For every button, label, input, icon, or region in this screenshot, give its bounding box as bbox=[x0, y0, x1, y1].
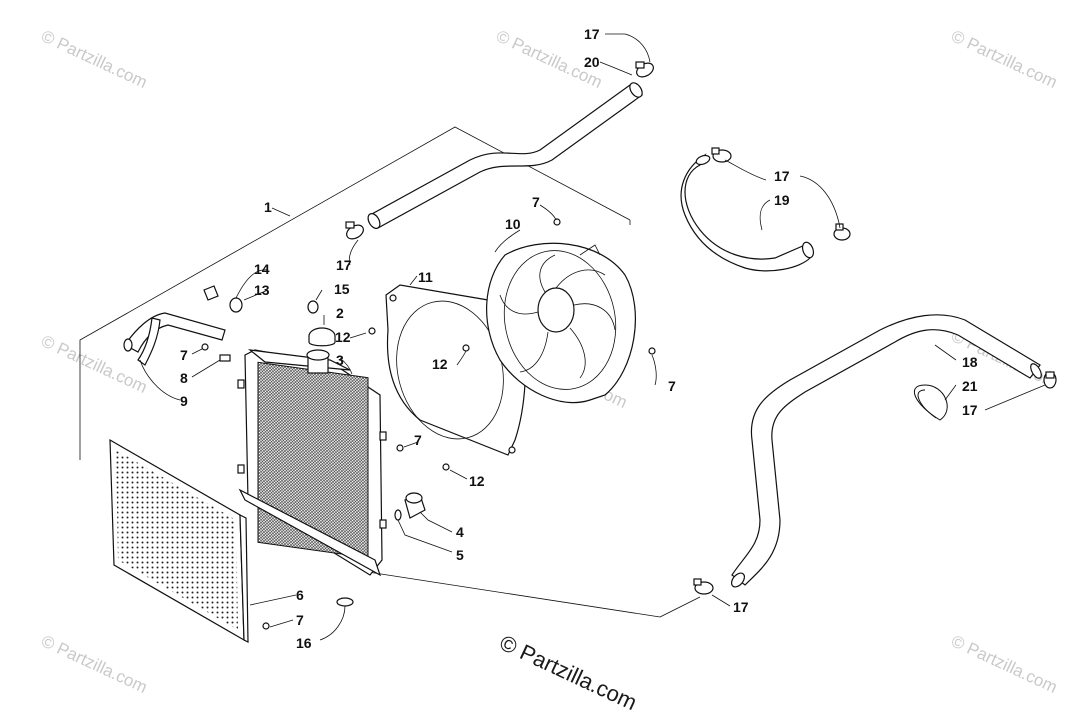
hose-clamp-19-top bbox=[711, 147, 732, 163]
upper-hose bbox=[367, 82, 643, 229]
radiator-screen bbox=[109, 438, 249, 643]
callout-7-fan-right: 7 bbox=[668, 378, 676, 394]
callout-9: 9 bbox=[180, 393, 188, 409]
watermark-bottom-right: © Partzilla.com bbox=[948, 631, 1060, 697]
callout-17-bypass: 17 bbox=[774, 168, 790, 184]
nut-15 bbox=[307, 300, 319, 314]
callout-12-top: 12 bbox=[335, 329, 351, 345]
callout-16: 16 bbox=[296, 635, 312, 651]
callout-17-upper-left: 17 bbox=[336, 257, 352, 273]
screw-7-fan-top bbox=[553, 218, 561, 226]
watermark-top-right: © Partzilla.com bbox=[948, 26, 1060, 92]
cooling-fan bbox=[486, 242, 636, 404]
drain-plug bbox=[404, 492, 426, 519]
callout-7-shroud: 7 bbox=[414, 432, 422, 448]
callout-12-bottom: 12 bbox=[469, 473, 485, 489]
bushing-13 bbox=[229, 297, 243, 313]
callout-21: 21 bbox=[962, 378, 978, 394]
callout-8: 8 bbox=[180, 370, 188, 386]
callout-6: 6 bbox=[296, 587, 304, 603]
callout-2: 2 bbox=[336, 305, 344, 321]
callout-1: 1 bbox=[264, 199, 272, 215]
callout-5: 5 bbox=[456, 547, 464, 563]
leader-lines bbox=[139, 33, 1046, 641]
callout-17-top: 17 bbox=[584, 26, 600, 42]
callout-19: 19 bbox=[774, 192, 790, 208]
screw-7-screen bbox=[262, 622, 270, 630]
overflow-hose bbox=[123, 312, 226, 366]
callout-18: 18 bbox=[962, 354, 978, 370]
watermark-top-left: © Partzilla.com bbox=[38, 26, 150, 92]
callout-11: 11 bbox=[418, 269, 433, 285]
watermark-bottom-left: © Partzilla.com bbox=[38, 631, 150, 697]
callout-13: 13 bbox=[254, 282, 270, 298]
nut-12-bottom bbox=[442, 463, 450, 471]
callout-17-right: 17 bbox=[962, 402, 978, 418]
callout-14: 14 bbox=[254, 261, 270, 277]
assembly-outline bbox=[79, 126, 701, 618]
bracket-8 bbox=[219, 354, 231, 362]
callout-20: 20 bbox=[584, 54, 600, 70]
callout-17-bottom: 17 bbox=[733, 599, 749, 615]
bolt-14 bbox=[203, 285, 219, 301]
bypass-hose bbox=[680, 153, 815, 272]
callout-7-screen: 7 bbox=[296, 612, 304, 628]
callout-3: 3 bbox=[336, 352, 344, 368]
radiator-cap bbox=[308, 327, 336, 347]
lower-hose bbox=[730, 314, 1042, 588]
hose-clamp-upper-right bbox=[635, 61, 654, 78]
radiator bbox=[237, 349, 387, 577]
screw-7-left bbox=[201, 343, 209, 351]
callout-labels: 1 2 3 4 5 6 7 7 7 7 7 8 9 10 11 12 12 12… bbox=[180, 26, 978, 651]
screw-7-fan-right bbox=[648, 347, 656, 355]
callout-7-fan-top: 7 bbox=[532, 194, 540, 210]
nut-12-top bbox=[368, 327, 376, 335]
callout-12-mid: 12 bbox=[432, 356, 448, 372]
nut-12-mid bbox=[462, 344, 470, 352]
grommet bbox=[336, 597, 354, 607]
screw-7-shroud bbox=[396, 444, 404, 452]
gasket-washer bbox=[394, 509, 402, 521]
callout-10: 10 bbox=[505, 216, 521, 232]
hose-clip-ring bbox=[913, 384, 948, 421]
watermark-main: © Partzilla.com bbox=[496, 630, 641, 715]
hose-clamp-lower-left bbox=[693, 578, 714, 595]
callout-15: 15 bbox=[334, 281, 350, 297]
hose-clamp-upper-left bbox=[345, 221, 364, 240]
hose-clamp-19-right bbox=[833, 223, 851, 241]
callout-7-left: 7 bbox=[180, 347, 188, 363]
hose-clamp-lower-right bbox=[1043, 371, 1057, 389]
callout-4: 4 bbox=[456, 524, 464, 540]
